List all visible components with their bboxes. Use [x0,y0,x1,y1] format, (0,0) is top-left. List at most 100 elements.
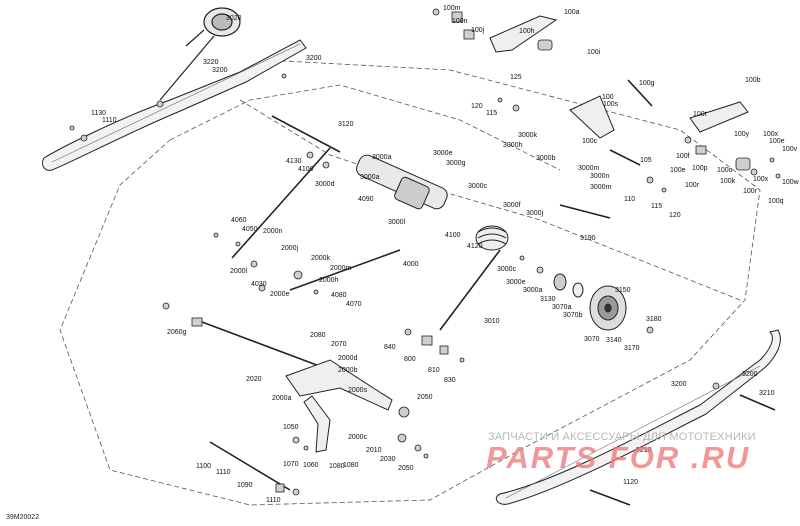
part-label: 100x [753,176,769,183]
part-label: 3000a [523,287,543,294]
part-label: 3210 [636,447,652,454]
watermark-caption: ЗАПЧАСТИ И АКСЕССУАРЫ ДЛЯ МОТОТЕХНИКИ [488,431,756,443]
part-label: 4030 [251,281,267,288]
part-label: 3000f [503,202,521,209]
part-label: 830 [444,377,456,384]
part-label: 3140 [606,337,622,344]
part-label: 120 [669,212,681,219]
part-label: 105 [640,157,652,164]
front-arm [285,359,393,453]
part-label: 2050 [417,394,433,401]
part-label: 100s [603,101,619,108]
part-label: 100v [782,146,798,153]
part-label: 4090 [358,196,374,203]
part-label: 3070a [552,304,572,311]
part-label: 100p [692,165,708,172]
part-label: 4070 [346,301,362,308]
part-label: 100j [471,27,485,34]
part-label: 115 [486,110,498,117]
part-label: 4000 [403,261,419,268]
part-label: 4100 [445,232,461,239]
part-label: 3070 [584,336,600,343]
part-label: 100y [734,131,750,138]
part-label: 3000a [372,154,392,161]
part-label: 1080 [343,462,359,469]
part-label: 2000h [319,277,339,284]
part-label: 3120 [338,121,354,128]
part-label: 3190 [580,235,596,242]
idler-wheel [553,273,627,331]
part-label: 3130 [540,296,556,303]
part-label: 3000m [578,165,600,172]
part-label: 100e [670,167,686,174]
part-label: 100 [602,94,614,101]
part-label: 810 [428,367,440,374]
part-label: 3000d [315,181,335,188]
part-label: 2000m [330,265,352,272]
part-label: 4130 [286,158,302,165]
part-label: 100i [587,49,601,56]
part-label: 100t [693,111,707,118]
top-brackets [489,15,749,139]
part-label: 3170 [624,345,640,352]
part-label: 3000l [388,219,406,226]
diagram-code: 39M20022 [6,514,40,521]
part-label: 2000k [311,255,331,262]
front-rail [41,39,307,171]
part-label: 100r [685,182,700,189]
part-label: 3210 [759,390,775,397]
center-shock [356,154,448,210]
part-label: 100e [769,138,785,145]
part-label: 2000n [263,228,283,235]
part-label: 3010 [484,318,500,325]
part-label: 100b [745,77,761,84]
part-label: 110 [624,196,636,203]
part-label: 1100 [196,463,212,470]
part-label: 1110 [102,117,117,124]
part-label: 3000g [446,160,466,167]
part-label: 3150 [615,287,631,294]
part-label: 3200 [306,55,322,62]
part-label: 1120 [623,479,639,486]
part-label: 100r [743,188,758,195]
part-label: 100x [763,131,779,138]
part-label: 1090 [237,482,253,489]
shafts [201,79,776,506]
part-label: 2000e [270,291,290,298]
part-label: 2020 [246,376,262,383]
part-label: 1080 [329,463,345,470]
part-label: 2080 [310,332,326,339]
part-label: 4080 [331,292,347,299]
part-label: 3220 [203,59,219,66]
part-label: 1060 [303,462,319,469]
part-label: 100n [452,18,468,25]
rear-spring [475,225,509,251]
part-label: 100a [564,9,580,16]
part-label: 100h [519,28,535,35]
assembly-outline [59,59,761,506]
hardware [69,8,781,496]
part-label: 2050 [398,465,414,472]
rear-rail [495,329,781,505]
part-label: 4120 [467,243,483,250]
part-label: 4050 [242,226,258,233]
part-label: 2000d [338,355,358,362]
part-label: 1130 [91,110,107,117]
part-label: 100g [639,80,655,87]
part-label: 120 [471,103,483,110]
part-label: 4100 [298,166,314,173]
part-label: 4060 [231,217,247,224]
part-label: 3000m [590,184,612,191]
part-label: 2070 [331,341,347,348]
watermark-logo: PARTS FOR .RU [486,440,751,475]
part-label: 2060g [167,329,187,336]
front-spring [159,7,241,101]
part-label: 3070b [563,312,583,319]
part-label: 2000b [338,367,358,374]
part-label: 3000c [468,183,488,190]
part-label: 3000e [506,279,526,286]
part-label: 100k [720,178,736,185]
part-label: 100w [782,179,799,186]
